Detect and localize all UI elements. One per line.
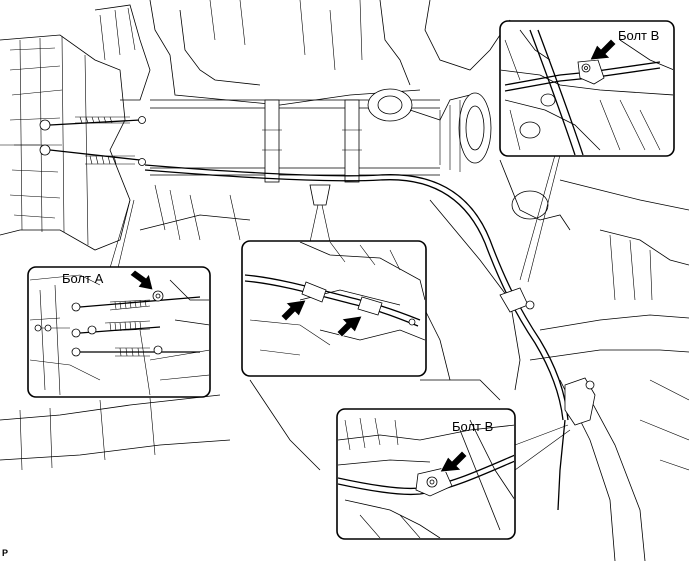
bolt-b-top-arrow (589, 38, 617, 61)
equalizer-area (0, 116, 146, 166)
floor-tunnel (139, 0, 511, 241)
rear-suspension (420, 159, 689, 561)
left-crossmember (0, 4, 151, 251)
bolt-b-bottom-arrow (439, 450, 468, 473)
clamp-arrow-left (280, 299, 307, 322)
corner-mark: P (2, 548, 8, 558)
inset-bolt-b-top: Болт B (499, 20, 675, 157)
bolt-b-top-label: Болт B (618, 28, 659, 43)
inset-bolt-a: Болт A (27, 266, 211, 398)
callout-leaders (109, 154, 571, 471)
inset-bolt-b-bottom: Болт B (336, 408, 516, 540)
bolt-a-arrow (129, 269, 154, 291)
parking-brake-cable (144, 164, 596, 511)
lower-floor (0, 299, 451, 471)
bolt-a-label: Болт A (62, 271, 104, 286)
bolt-b-bottom-label: Болт B (452, 419, 493, 434)
inset-cable-clamps (241, 240, 427, 377)
clamp-arrow-right (336, 315, 363, 338)
exhaust-pipe (150, 88, 492, 183)
